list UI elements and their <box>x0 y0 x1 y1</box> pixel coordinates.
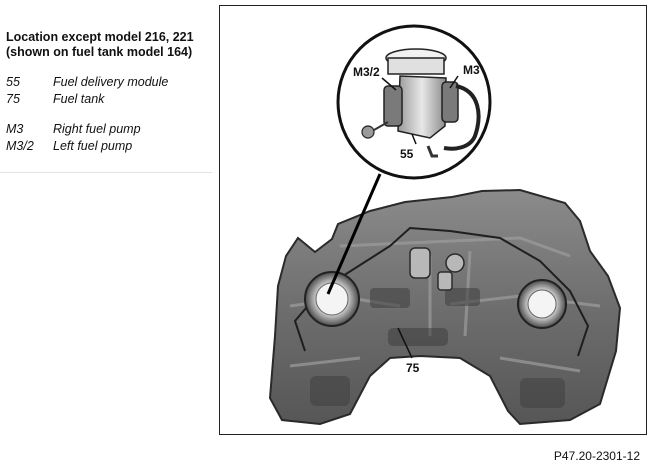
fuel-tank-body <box>268 188 622 426</box>
tank-leader <box>397 327 413 359</box>
legend-title-line2: (shown on fuel tank model 164) <box>6 45 193 59</box>
detail-leaders <box>381 75 459 145</box>
tank-center-fittings <box>409 247 465 291</box>
legend-item: 75 Fuel tank <box>6 91 211 108</box>
legend-text: Fuel tank <box>53 91 105 106</box>
right-pump-body <box>441 81 459 123</box>
legend-title-line1: Location except model 216, 221 <box>6 30 194 44</box>
legend-list: 55 Fuel delivery module 75 Fuel tank M3 … <box>6 74 211 154</box>
legend-item: M3/2 Left fuel pump <box>6 138 211 155</box>
figure-reference-code: P47.20-2301-12 <box>553 449 640 463</box>
float-ball <box>361 125 375 139</box>
legend-text: Right fuel pump <box>53 122 141 136</box>
legend-code: M3 <box>6 122 24 136</box>
legend-text: Fuel delivery module <box>53 75 169 89</box>
magnify-leader <box>326 173 382 295</box>
legend-code: 75 <box>6 91 20 106</box>
legend-code: M3/2 <box>6 138 34 153</box>
callout-right-pump: M3 <box>463 63 480 77</box>
fuel-delivery-module <box>361 48 481 158</box>
callout-left-pump: M3/2 <box>353 65 380 79</box>
legend-text: Left fuel pump <box>53 138 133 153</box>
legend-divider <box>0 172 212 173</box>
fuel-tank-illustration: M3/2 M3 55 75 <box>268 24 622 426</box>
fuel-tank-figure: M3/2 M3 55 75 <box>219 5 647 435</box>
legend-item: M3 Right fuel pump <box>6 121 211 138</box>
left-pump-body <box>383 85 403 127</box>
tank-shadows <box>310 288 565 408</box>
legend-item: 55 Fuel delivery module <box>6 74 211 91</box>
callout-tank: 75 <box>406 361 420 375</box>
legend-code: 55 <box>6 75 20 89</box>
callout-module: 55 <box>400 147 414 161</box>
legend: Location except model 216, 221 (shown on… <box>6 30 211 154</box>
